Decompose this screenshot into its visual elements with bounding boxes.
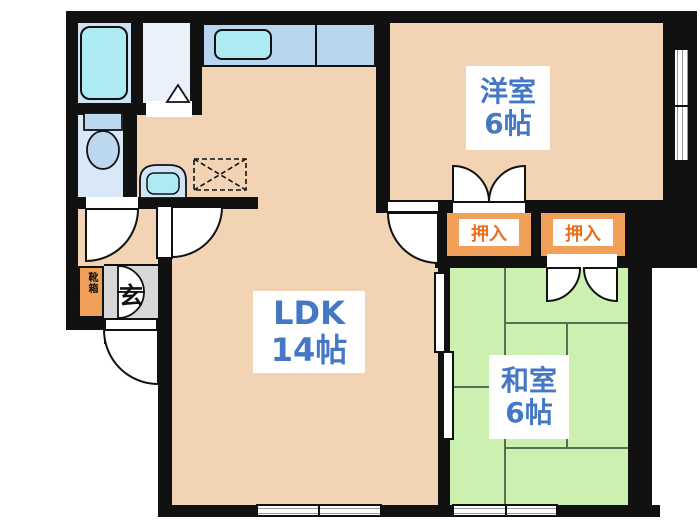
wall-west <box>66 11 78 330</box>
window-east <box>673 48 690 162</box>
closet-left-door-arc-b <box>487 164 526 203</box>
washroom-floor <box>143 23 190 103</box>
western-room-label: 洋室 6帖 <box>466 66 550 150</box>
sliding-door-panel-1 <box>434 272 446 353</box>
toilet-doorway <box>86 197 138 209</box>
toilet-tank <box>83 112 123 131</box>
washroom-doorway <box>146 101 192 117</box>
shoe-box-door-arc-a <box>117 265 145 293</box>
western-room-name: 洋室 <box>479 74 536 108</box>
bath-door-triangle <box>165 83 191 103</box>
closet-right-door-arc-a <box>546 267 582 303</box>
toilet-door-arc <box>85 208 140 263</box>
outside-east <box>652 262 700 505</box>
wall-toilet-east <box>123 115 137 209</box>
entry-door-arc <box>102 329 159 386</box>
ldk-label: LDK 14帖 <box>253 291 365 373</box>
window-south-washitsu <box>452 504 558 517</box>
western-door-arc <box>386 212 439 265</box>
japanese-room-name: 和室 <box>500 363 557 397</box>
wall-bath-divider <box>131 23 143 115</box>
tatami-line-h1 <box>504 322 628 324</box>
closet-right-doorway <box>547 254 617 268</box>
closet-right-door-arc-b <box>582 267 618 303</box>
japanese-room-label: 和室 6帖 <box>489 355 569 439</box>
bathtub <box>80 26 128 100</box>
entrance-label: 玄 <box>119 282 143 310</box>
window-south-ldk <box>256 504 382 517</box>
wash-basin-bowl <box>146 172 180 195</box>
wall-closet-mid <box>531 213 541 268</box>
tatami-line-h3 <box>504 447 628 449</box>
wall-washroom-east <box>190 11 202 115</box>
ldk-size: 14帖 <box>270 331 348 369</box>
western-room-size: 6帖 <box>484 107 532 140</box>
hall-ldk-door-arc <box>171 206 224 259</box>
japanese-room-size: 6帖 <box>505 396 553 429</box>
closet-right-label: 押入 <box>553 219 613 246</box>
wall-east-south <box>628 262 652 517</box>
tatami-line-h2 <box>450 386 504 388</box>
dashed-table-marker <box>193 158 247 191</box>
shoe-box <box>78 266 104 318</box>
wall-west-lower <box>158 197 172 517</box>
sliding-door-panel-2 <box>442 351 454 440</box>
wall-closet-corner <box>625 205 697 268</box>
counter-divider <box>315 25 317 65</box>
toilet-bowl <box>86 130 120 170</box>
closet-left-doorway <box>453 200 525 213</box>
wall-western-west <box>376 11 390 213</box>
shoe-box-door-arc-b <box>117 291 145 319</box>
closet-left-label: 押入 <box>459 219 519 246</box>
closet-left-door-arc-a <box>452 164 491 203</box>
shoe-box-label: 靴箱 <box>86 272 97 294</box>
kitchen-sink <box>214 29 272 60</box>
ldk-name: LDK <box>273 294 345 333</box>
